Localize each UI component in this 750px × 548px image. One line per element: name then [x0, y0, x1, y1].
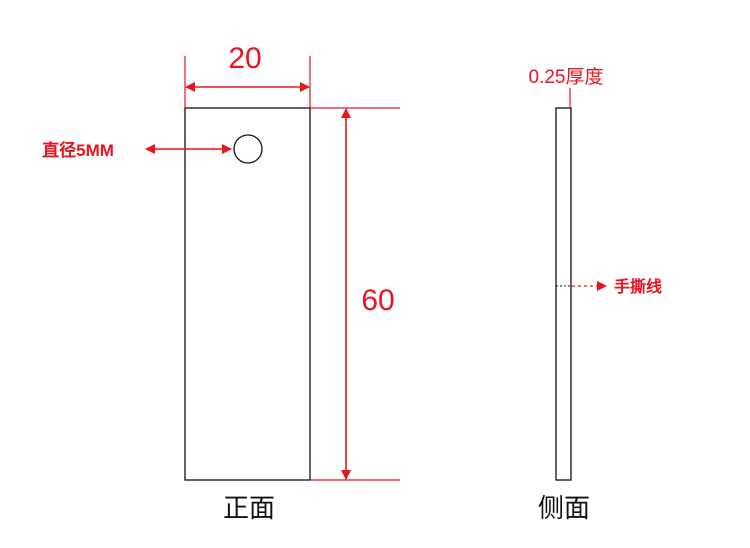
tag-side-outline — [555, 107, 572, 481]
thickness-label: 0.25厚度 — [529, 66, 604, 88]
side-view-label: 侧面 — [538, 494, 590, 524]
width-label: 20 — [228, 42, 261, 75]
side-view: 0.25厚度 手撕线 侧面 — [529, 66, 663, 524]
hang-hole — [233, 134, 263, 164]
hole-diameter-label: 直径5MM — [42, 140, 114, 160]
front-view-label: 正面 — [223, 494, 275, 524]
tear-line-label: 手撕线 — [614, 277, 662, 296]
front-view: 20 60 直径5MM 正面 — [42, 42, 400, 524]
height-label: 60 — [361, 284, 394, 317]
tag-front-outline — [184, 107, 311, 481]
